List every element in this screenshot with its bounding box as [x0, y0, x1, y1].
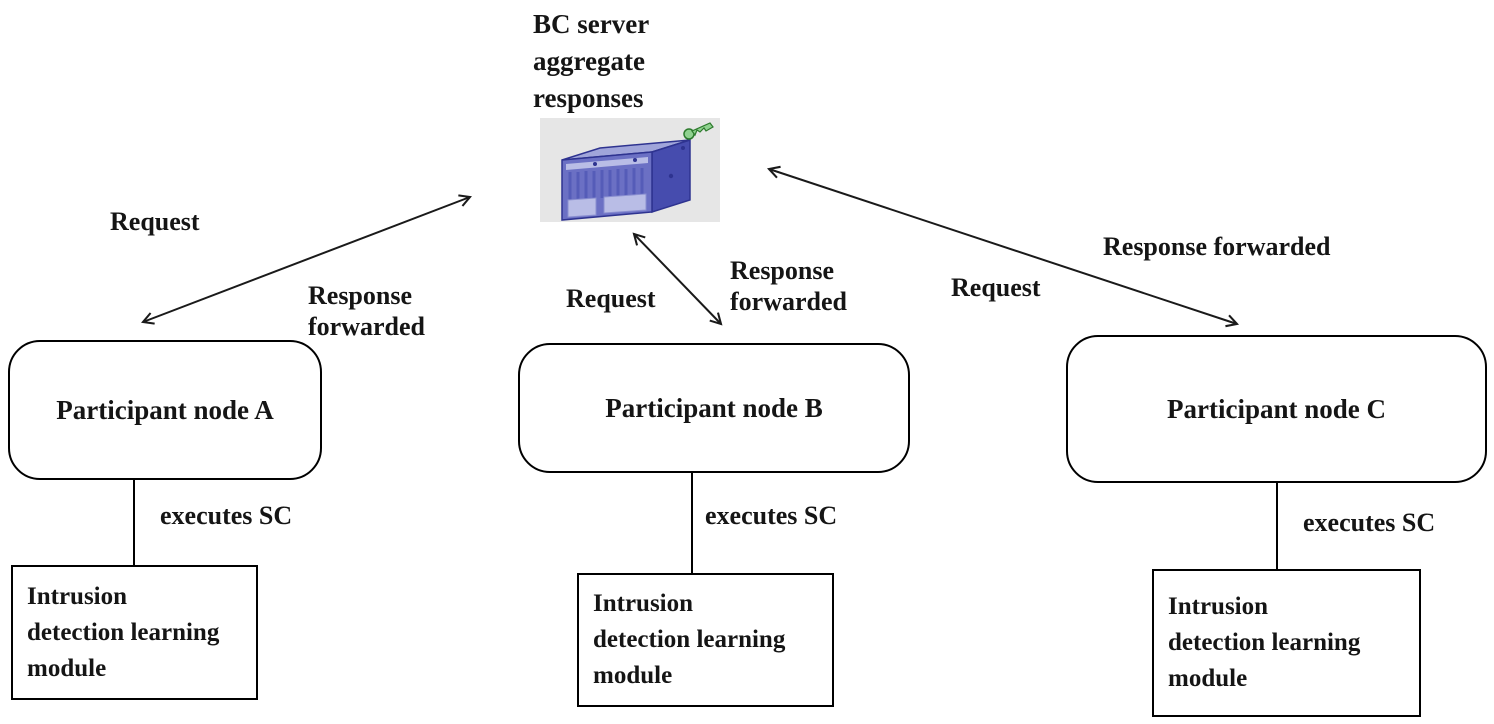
module-label-line: module — [593, 662, 673, 689]
participant-node-a: Participant node A — [8, 340, 322, 480]
module-label-line: Intrusion — [593, 590, 694, 617]
response-forwarded-label-b: Response forwarded — [730, 255, 847, 317]
response-label-line: forwarded — [730, 287, 847, 316]
request-label-b: Request — [566, 284, 656, 313]
module-label-line: module — [27, 654, 107, 682]
participant-node-c: Participant node C — [1066, 335, 1487, 483]
request-label-c: Request — [951, 273, 1041, 302]
bc-server-title: BC server aggregate responses — [533, 6, 649, 117]
executes-sc-label-b: executes SC — [705, 501, 838, 530]
connector-node-b-module — [691, 472, 693, 574]
executes-sc-label-c: executes SC — [1303, 508, 1436, 537]
intrusion-module-a: Intrusion detection learning module — [11, 565, 258, 700]
response-label-line: Response — [308, 281, 413, 310]
participant-node-label: Participant node B — [605, 392, 823, 423]
intrusion-module-c: Intrusion detection learning module — [1152, 569, 1421, 717]
response-label-line: Response — [730, 256, 835, 285]
title-line-1: BC server — [533, 9, 650, 39]
module-label-line: detection learning — [593, 626, 786, 653]
participant-node-b: Participant node B — [518, 343, 910, 473]
response-forwarded-label-c: Response forwarded — [1103, 231, 1331, 262]
key-icon — [683, 122, 714, 140]
module-label-line: Intrusion — [1168, 593, 1269, 620]
response-label-line: Response forwarded — [1103, 232, 1331, 261]
module-label-line: detection learning — [27, 618, 220, 646]
request-label-a: Request — [110, 207, 200, 236]
response-forwarded-label-a: Response forwarded — [308, 280, 425, 342]
connector-node-a-module — [133, 479, 135, 566]
module-label-line: module — [1168, 665, 1248, 692]
title-line-2: aggregate — [533, 46, 645, 76]
title-line-3: responses — [533, 83, 644, 113]
participant-node-label: Participant node A — [56, 394, 274, 425]
connector-node-c-module — [1276, 482, 1278, 570]
server-cube-icon — [540, 118, 720, 222]
module-label-line: Intrusion — [27, 582, 128, 610]
bc-server-icon — [540, 118, 720, 222]
response-label-line: forwarded — [308, 312, 425, 341]
intrusion-module-b: Intrusion detection learning module — [577, 573, 834, 707]
module-label-line: detection learning — [1168, 629, 1361, 656]
executes-sc-label-a: executes SC — [160, 501, 293, 530]
participant-node-label: Participant node C — [1167, 393, 1386, 424]
